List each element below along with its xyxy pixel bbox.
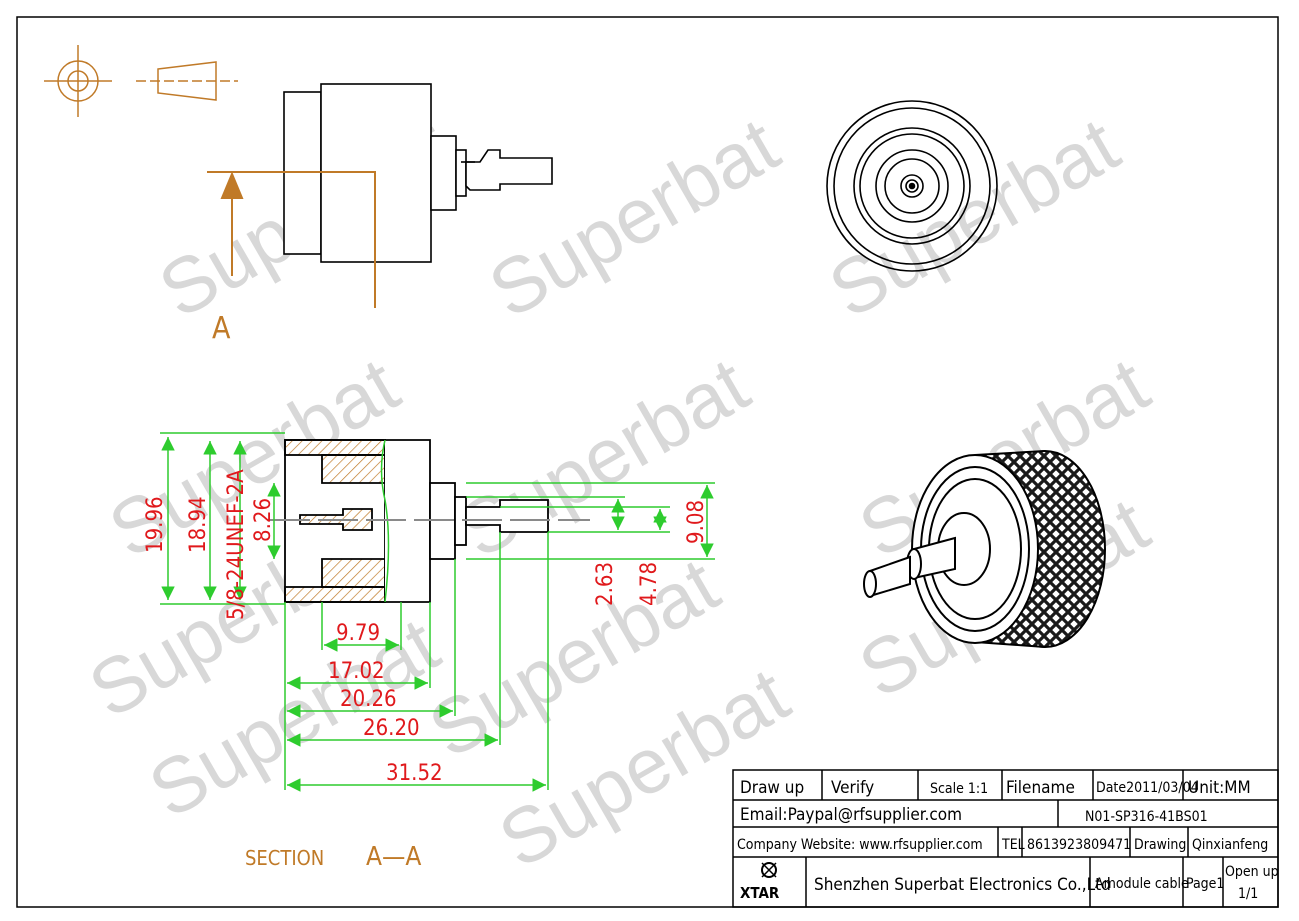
front-view (826, 100, 998, 272)
tb-logo: XTAR (740, 884, 780, 902)
tb-date: Date2011/03/04 (1096, 780, 1199, 796)
sheet-border (16, 16, 1279, 908)
dim-ferrule-dia: 4.78 (637, 562, 662, 606)
title-block-text: Draw up Verify Scale 1:1 Filename Date20… (737, 778, 1279, 902)
watermark: Superbat (445, 340, 763, 575)
dim-overall-dia: 19.96 (143, 496, 168, 553)
dim-inner-dia: 8.26 (251, 498, 276, 542)
tb-draw-up: Draw up (740, 778, 804, 798)
dim-len-2: 17.02 (328, 659, 385, 684)
dimension-texts: 19.96 18.94 5/8-24UNEF-2A 8.26 9.79 17.0… (143, 469, 709, 786)
section-cut-line (207, 171, 376, 308)
dimension-lines (160, 432, 715, 792)
dim-len-3: 20.26 (340, 687, 397, 712)
tb-unit: Unit:MM (1188, 778, 1251, 798)
projection-symbol-icon (44, 45, 238, 117)
dim-len-4: 26.20 (363, 716, 420, 741)
xtar-logo-icon: XTAR (740, 862, 780, 902)
tb-filename: Filename (1006, 778, 1075, 798)
watermark: Superbat (475, 100, 793, 335)
tb-verify: Verify (831, 778, 874, 798)
dim-thread: 5/8-24UNEF-2A (224, 469, 249, 620)
tb-tel-label: TEL (1001, 837, 1025, 853)
tb-open-up: Open up (1225, 864, 1279, 880)
section-title: SECTION (245, 846, 324, 870)
tb-drawing: Drawing (1134, 837, 1186, 853)
tb-company: Shenzhen Superbat Electronics Co.,Ltd (814, 875, 1111, 895)
dim-pin-dia: 2.63 (593, 562, 618, 606)
tb-drawer: Qinxianfeng (1192, 837, 1268, 853)
watermark: Superbat (815, 100, 1133, 335)
dim-len-1: 9.79 (336, 621, 380, 646)
dim-len-5: 31.52 (386, 761, 443, 786)
tb-cable: Amodule cable (1095, 876, 1189, 892)
connector-3d-view (863, 450, 1106, 648)
tb-tel: 8613923809471 (1027, 837, 1131, 853)
section-view (270, 439, 590, 603)
tb-page: Page1 (1186, 876, 1224, 892)
tb-sheet: 1/1 (1238, 886, 1258, 902)
section-view-label: A (212, 311, 231, 346)
tb-email: Email:Paypal@rfsupplier.com (740, 805, 962, 825)
tb-scale: Scale 1:1 (930, 781, 988, 797)
tb-part-no: N01-SP316-41BS01 (1085, 809, 1208, 825)
dim-crimp-dia: 9.08 (684, 500, 709, 544)
section-name: A—A (366, 842, 421, 872)
title-block (732, 769, 1279, 908)
tb-website: Company Website: www.rfsupplier.com (737, 837, 983, 853)
dim-body-dia: 18.94 (186, 496, 211, 553)
